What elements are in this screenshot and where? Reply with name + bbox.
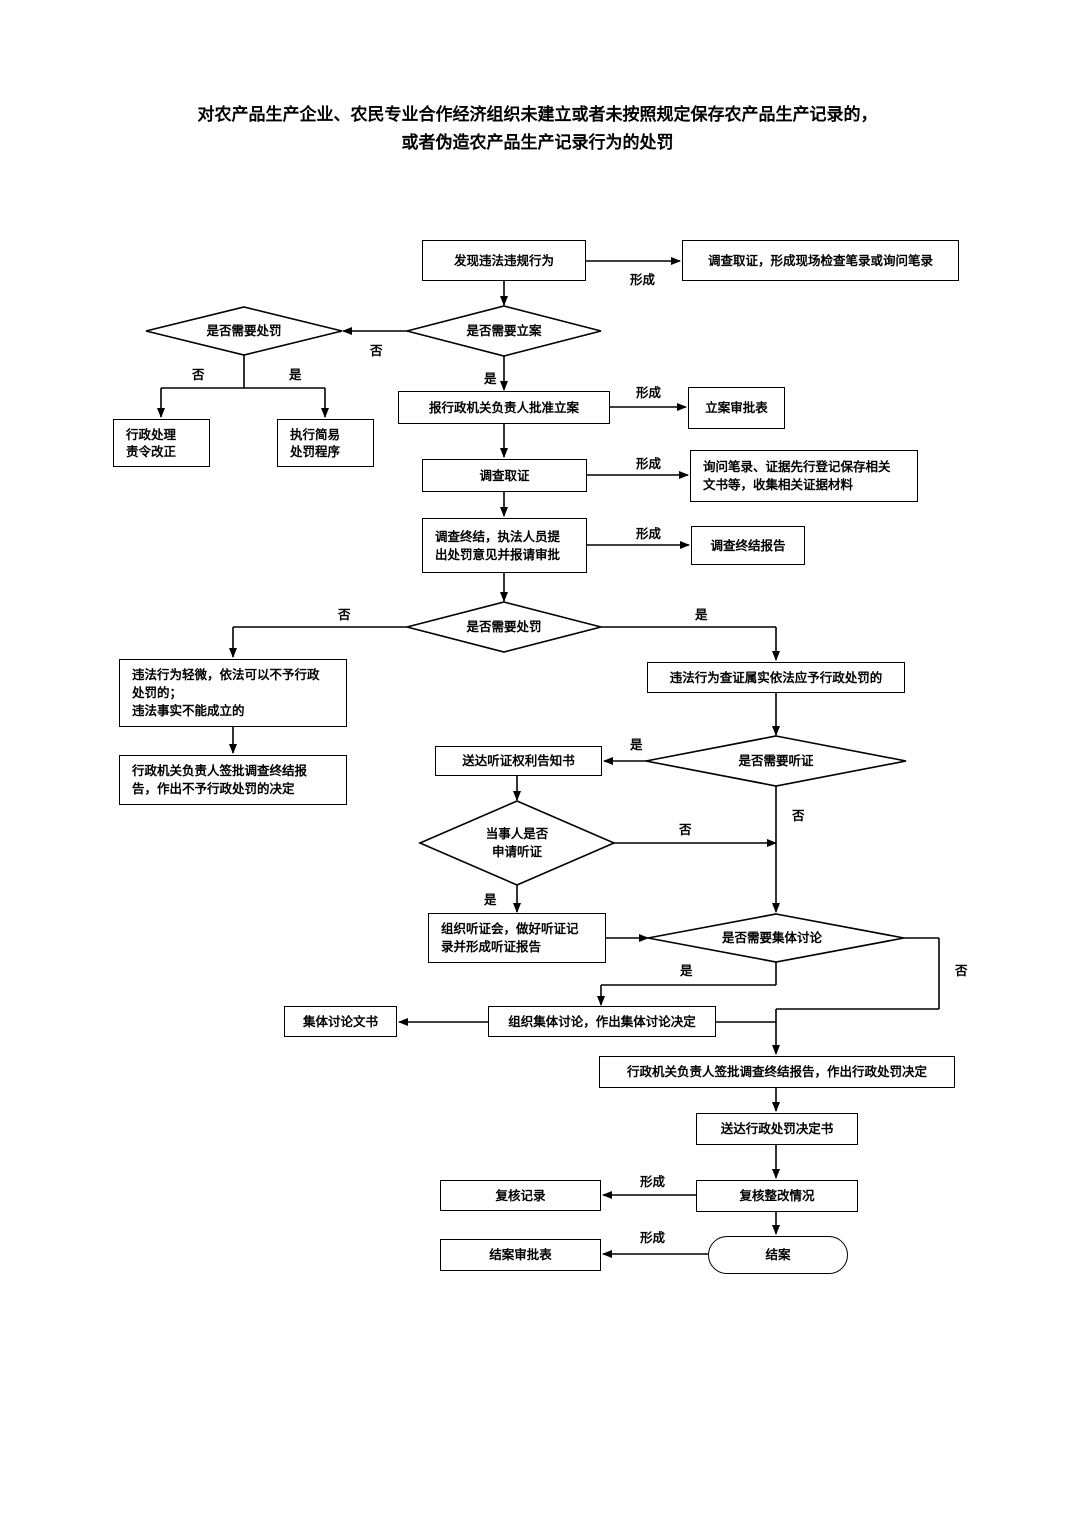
minor-line-3: 违法事实不能成立的 bbox=[132, 703, 245, 718]
hearing-notice-box: 送达听证权利告知书 bbox=[435, 746, 602, 776]
invest-end-line-1: 调查终结，执法人员提 bbox=[435, 528, 561, 544]
review-record-box: 复核记录 bbox=[440, 1180, 601, 1211]
edge-label-no-penalty: 否 bbox=[338, 607, 351, 622]
simple-proc-line-2: 处罚程序 bbox=[290, 444, 341, 459]
edge-label-form-review: 形成 bbox=[640, 1174, 666, 1189]
edge-label-form-case: 形成 bbox=[636, 385, 662, 400]
invest-end-line-2: 出处罚意见并报请审批 bbox=[435, 546, 561, 562]
collective-document-box: 集体讨论文书 bbox=[284, 1006, 397, 1037]
admin-handle-box: 行政处理责令改正 bbox=[113, 419, 210, 467]
party-apply-label: 当事人是否申请听证 bbox=[486, 825, 549, 861]
investigation-end-box: 调查终结，执法人员提出处罚意见并报请审批 bbox=[422, 518, 587, 573]
collective-discussion-box: 组织集体讨论，作出集体讨论决定 bbox=[488, 1006, 716, 1037]
decision-need-penalty-shape bbox=[406, 601, 602, 653]
simple-proc-line-1: 执行简易 bbox=[290, 427, 341, 442]
case-approval-form-box: 立案审批表 bbox=[688, 387, 785, 429]
edge-label-yes-collective: 是 bbox=[680, 963, 693, 978]
edge-label-no-need-case: 否 bbox=[370, 343, 383, 358]
need-hearing-label: 是否需要听证 bbox=[738, 753, 814, 768]
minor-line-1: 违法行为轻微，依法可以不予行政 bbox=[132, 667, 320, 682]
simple-procedure-box: 执行简易处罚程序 bbox=[277, 419, 374, 467]
evidence-line-1: 询问笔录、证据先行登记保存相关 bbox=[703, 459, 891, 474]
edge-label-yes-apply: 是 bbox=[484, 892, 497, 907]
case-closed-terminal: 结案 bbox=[708, 1236, 848, 1274]
edge-label-no-apply: 否 bbox=[679, 822, 692, 837]
evidence-line-2: 文书等，收集相关证据材料 bbox=[703, 477, 854, 492]
case-closure-form-box: 结案审批表 bbox=[440, 1239, 601, 1271]
no-penalty-line-1: 行政机关负责人签批调查终结报 bbox=[132, 763, 308, 778]
discover-box: 发现违法违规行为 bbox=[422, 240, 586, 281]
edge-label-no-collective: 否 bbox=[955, 963, 968, 978]
evidence-materials-box: 询问笔录、证据先行登记保存相关文书等，收集相关证据材料 bbox=[690, 450, 918, 502]
hold-hearing-box: 组织听证会，做好听证记录并形成听证报告 bbox=[428, 913, 606, 963]
edge-label-no-hearing: 否 bbox=[792, 808, 805, 823]
hold-hearing-line-1: 组织听证会，做好听证记 bbox=[441, 921, 579, 936]
deliver-decision-box: 送达行政处罚决定书 bbox=[696, 1113, 858, 1145]
party-apply-line-2: 申请听证 bbox=[491, 844, 543, 859]
minor-line-2: 处罚的； bbox=[132, 685, 183, 700]
no-penalty-decision-box: 行政机关负责人签批调查终结报告，作出不予行政处罚的决定 bbox=[119, 755, 347, 805]
report-case-box: 报行政机关负责人批准立案 bbox=[398, 391, 610, 424]
no-penalty-line-2: 告，作出不予行政处罚的决定 bbox=[132, 781, 295, 796]
review-rectification-box: 复核整改情况 bbox=[696, 1180, 858, 1212]
need-penalty-label: 是否需要处罚 bbox=[466, 619, 542, 634]
decision-need-case-shape bbox=[406, 305, 602, 357]
party-apply-line-1: 当事人是否 bbox=[485, 826, 549, 841]
need-case-label: 是否需要立案 bbox=[466, 323, 542, 338]
penalty-decision-box: 行政机关负责人签批调查终结报告，作出行政处罚决定 bbox=[599, 1056, 955, 1088]
edge-label-form-onsite: 形成 bbox=[630, 272, 656, 287]
decision-party-apply-shape bbox=[417, 800, 617, 886]
decision-need-hearing-shape bbox=[645, 735, 907, 787]
admin-handle-line-2: 责令改正 bbox=[126, 444, 177, 459]
minor-violation-box: 违法行为轻微，依法可以不予行政处罚的； 违法事实不能成立的 bbox=[119, 659, 347, 727]
investigation-report-box: 调查终结报告 bbox=[691, 526, 805, 565]
need-penalty-simple-label: 是否需要处罚 bbox=[206, 323, 282, 338]
admin-handle-line-1: 行政处理 bbox=[126, 427, 177, 442]
hold-hearing-line-2: 录并形成听证报告 bbox=[441, 939, 542, 954]
edge-label-yes-need-case: 是 bbox=[484, 371, 497, 386]
need-collective-label: 是否需要集体讨论 bbox=[721, 930, 823, 945]
edge-label-yes-penalty: 是 bbox=[695, 607, 708, 622]
edge-label-form-evidence: 形成 bbox=[636, 456, 662, 471]
edge-label-form-close: 形成 bbox=[640, 1230, 666, 1245]
violation-confirmed-box: 违法行为查证属实依法应予行政处罚的 bbox=[647, 662, 905, 693]
edge-label-yes-hearing: 是 bbox=[630, 737, 643, 752]
edge-label-no-simple: 否 bbox=[192, 367, 205, 382]
title-line-1: 对农产品生产企业、农民专业合作经济组织未建立或者未按照规定保存农产品生产记录的， bbox=[197, 105, 878, 125]
onsite-record-box: 调查取证，形成现场检查笔录或询问笔录 bbox=[682, 240, 959, 281]
title-line-2: 或者伪造农产品生产记录行为的处罚 bbox=[401, 133, 674, 153]
investigate-box: 调查取证 bbox=[422, 459, 587, 492]
edge-label-yes-simple: 是 bbox=[289, 367, 302, 382]
decision-need-penalty-simple-shape bbox=[145, 306, 343, 356]
decision-need-collective-shape bbox=[647, 913, 905, 963]
edge-label-form-report: 形成 bbox=[636, 526, 662, 541]
